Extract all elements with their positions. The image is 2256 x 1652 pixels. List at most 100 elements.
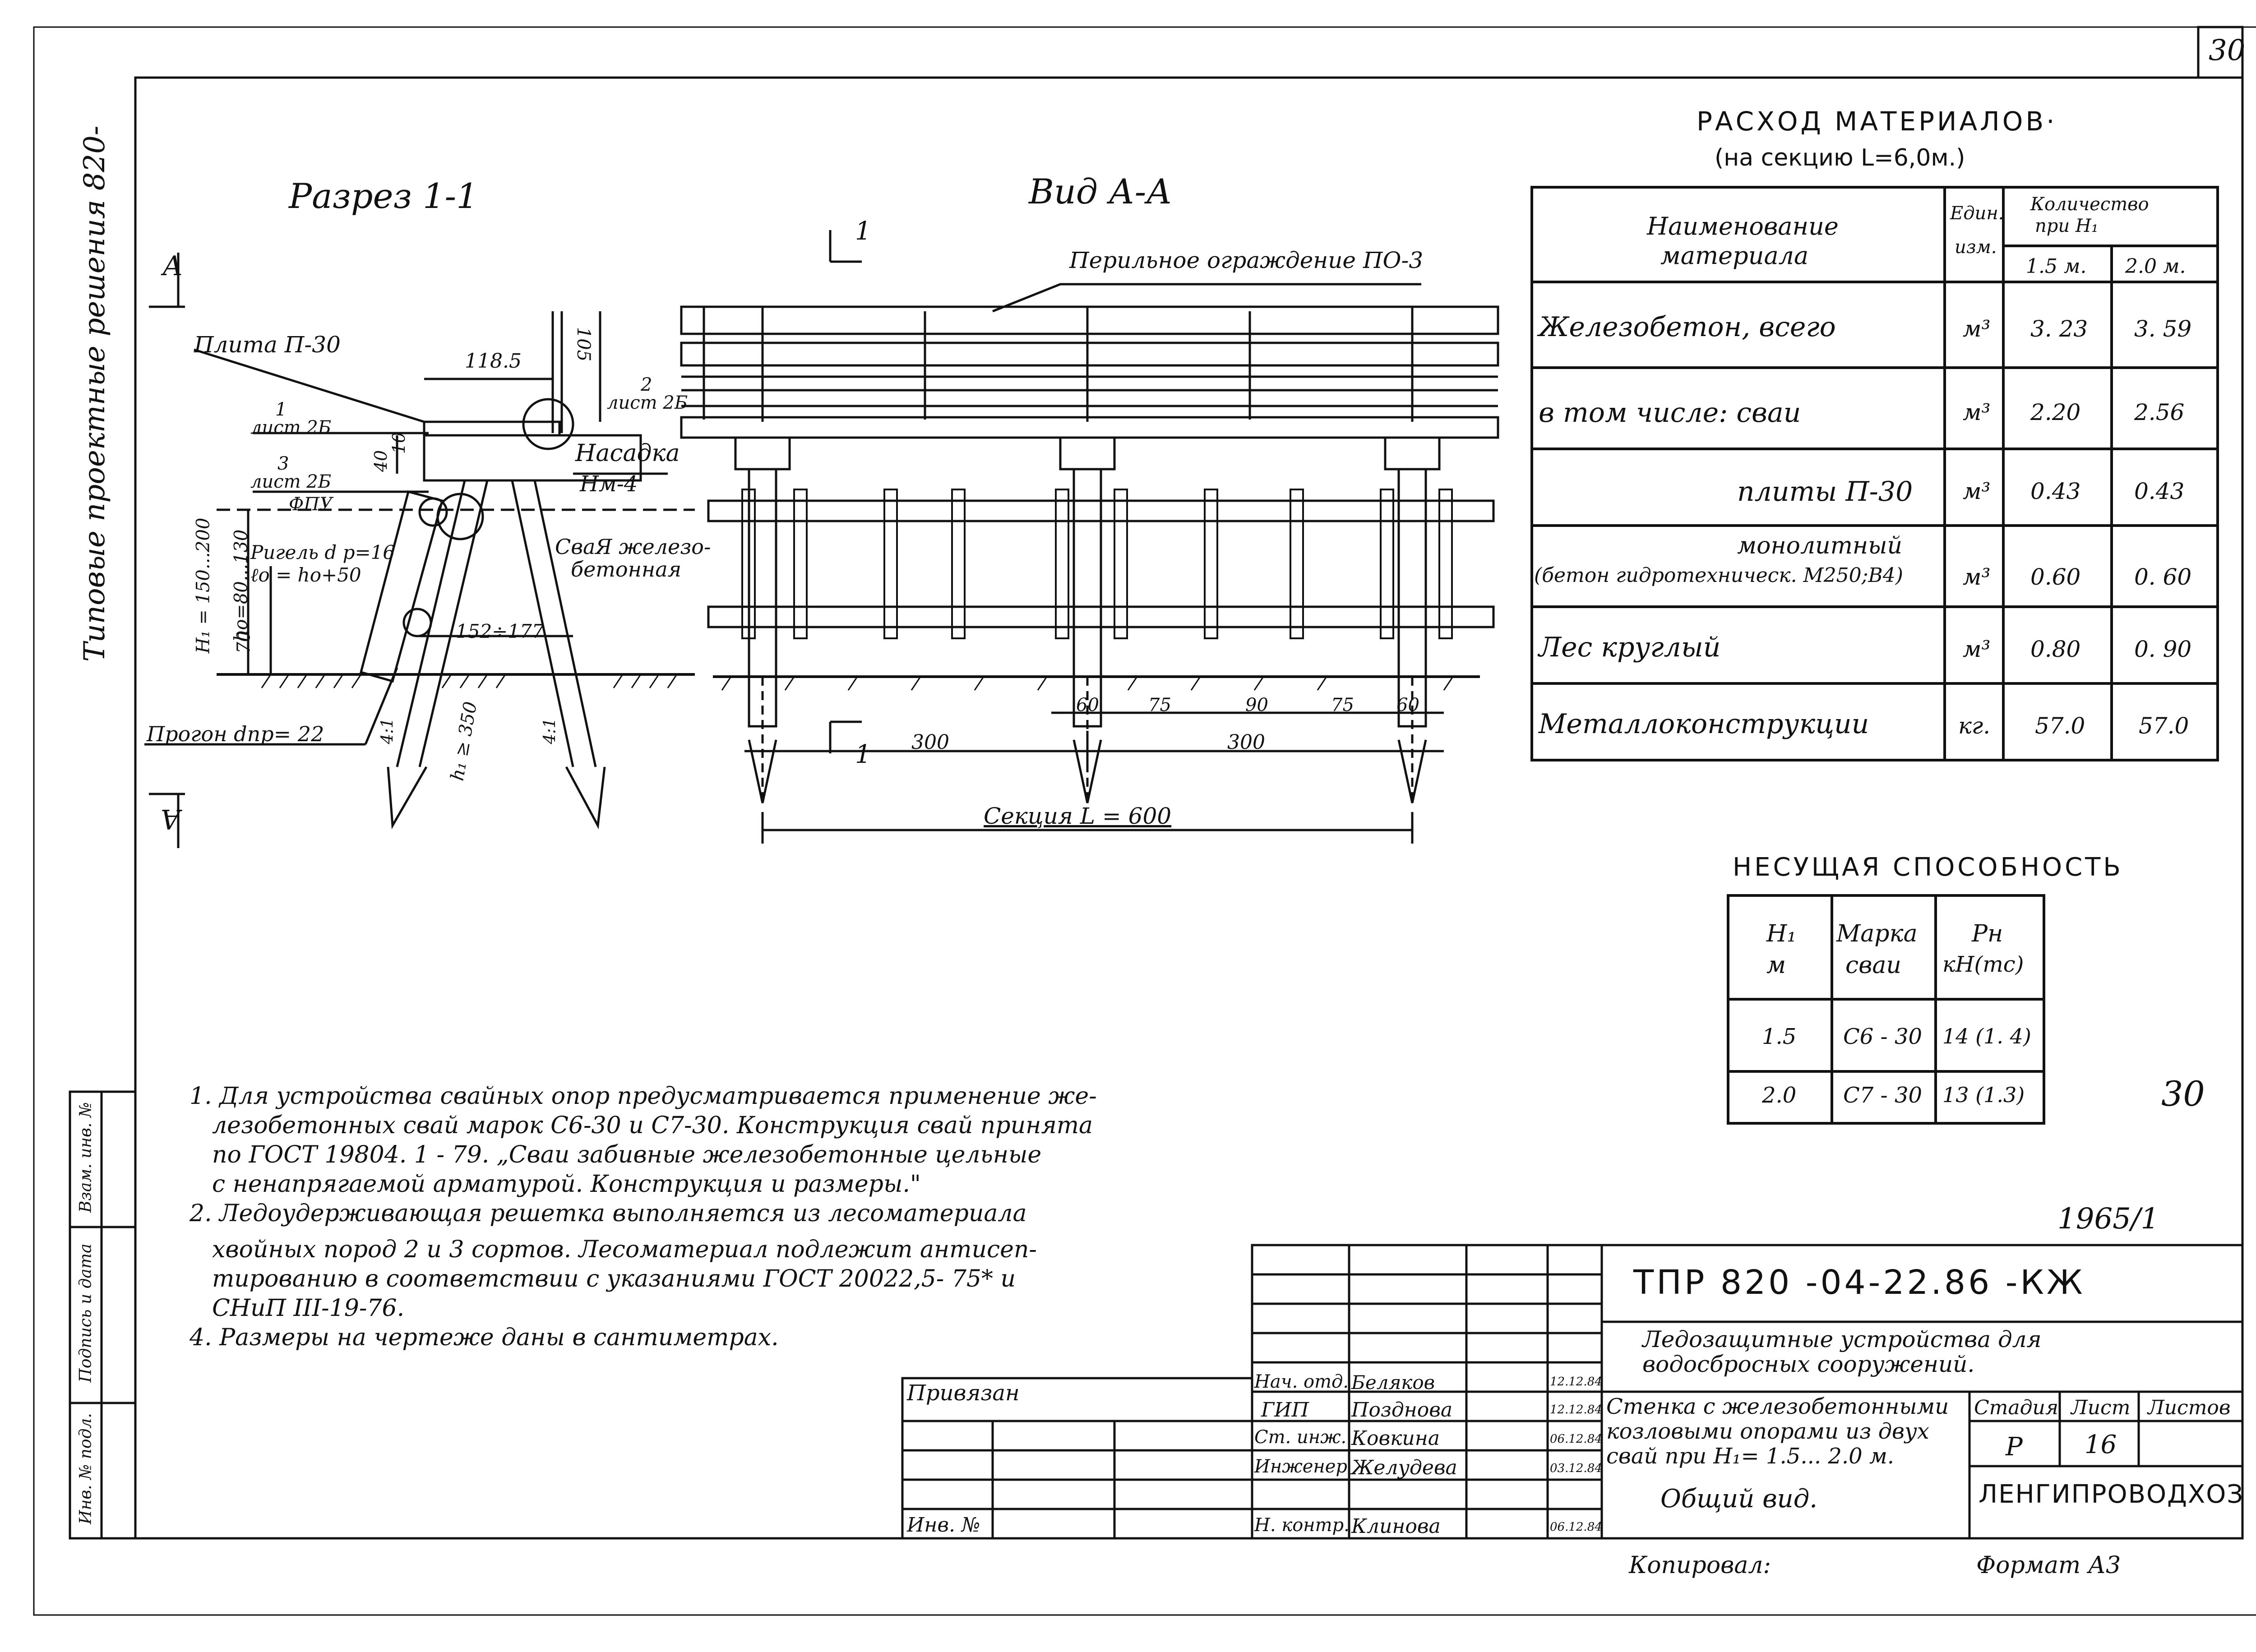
note-line-5: 2. Ледоудерживающая решетка выполняется … <box>190 1200 1027 1227</box>
role-1: Нач. отд. <box>1254 1371 1349 1392</box>
cut-mark-bottom: 1 <box>855 740 871 769</box>
label-progon: Прогон dпр= 22 <box>147 722 324 746</box>
stage-value: Р <box>2006 1432 2023 1462</box>
capacity-head-h-2: м <box>1766 952 1786 979</box>
materials-table-grid <box>1530 186 2219 761</box>
dim-40: 40 <box>371 450 391 472</box>
role-2: ГИП <box>1261 1398 1309 1421</box>
label-list-1: лист 2Б <box>250 417 332 438</box>
dim-h1: H₁ = 150...200 <box>193 517 214 654</box>
dim-10: 10 <box>389 432 409 454</box>
materials-row-1-v2: 3. 59 <box>2134 316 2192 342</box>
materials-head-qty-2: при H₁ <box>2035 216 2099 236</box>
view-marker-bottom: А <box>160 803 181 835</box>
role-4: Инженер <box>1254 1456 1347 1477</box>
capacity-side-number: 30 <box>2161 1074 2205 1114</box>
capacity-head-p-1: Pн <box>1972 920 2003 947</box>
materials-row-1-unit: м³ <box>1963 316 1991 342</box>
sheet-title-1: Стенка с железобетонными <box>1606 1394 1949 1419</box>
label-svaya-1: СваЯ железо- <box>555 535 711 559</box>
materials-head-unit-1: Един. <box>1950 203 2004 224</box>
label-list-1-num: 1 <box>275 399 287 420</box>
role-3: Ст. инж. <box>1254 1427 1347 1448</box>
label-list-3-num: 3 <box>277 453 289 474</box>
sheet-frame <box>134 76 2244 1540</box>
organization: ЛЕНГИПРОВОДХОЗ <box>1979 1480 2244 1509</box>
note-line-2: лезобетонных свай марок С6-30 и С7-30. К… <box>212 1112 1093 1139</box>
materials-row-6-unit: кг. <box>1958 713 1991 739</box>
date-3: 06.12.84 <box>1550 1432 1602 1446</box>
materials-row-2-name: в том числе: сваи <box>1539 397 1801 429</box>
note-line-3: по ГОСТ 19804. 1 - 79. „Сваи забивные же… <box>212 1141 1042 1168</box>
sheet-title-2: козловыми опорами из двух <box>1606 1419 1929 1444</box>
note-line-8: СНиП III-19-76. <box>212 1295 405 1322</box>
label-list-2-num: 2 <box>641 374 652 395</box>
capacity-head-p-2: кН(тс) <box>1942 952 2024 977</box>
sheet-label: Лист <box>2071 1396 2131 1419</box>
capacity-row-1-h: 1.5 <box>1762 1024 1797 1049</box>
sheets-label: Листов <box>2148 1396 2231 1419</box>
name-5: Клинова <box>1351 1515 1441 1538</box>
materials-head-h15: 1.5 м. <box>2026 255 2087 278</box>
materials-row-1-name: Железобетон, всего <box>1539 311 1836 343</box>
capacity-row-1-mark: С6 - 30 <box>1843 1024 1923 1049</box>
materials-row-5-v2: 0. 90 <box>2134 636 2192 662</box>
title-block-grid <box>901 1244 2244 1540</box>
materials-head-unit-2: изм. <box>1955 237 1997 258</box>
page-number-box <box>2197 26 2244 79</box>
project-title-1: Ледозащитные устройства для <box>1642 1326 2042 1352</box>
dim-152: 152÷177 <box>456 620 544 642</box>
view-a-a-title: Вид А-А <box>1029 171 1172 212</box>
date-5: 06.12.84 <box>1550 1520 1602 1534</box>
date-1: 12.12.84 <box>1550 1375 1602 1389</box>
dim-60a: 60 <box>1076 695 1099 715</box>
date-2: 12.12.84 <box>1550 1403 1602 1417</box>
copied-label: Копировал: <box>1629 1552 1771 1579</box>
materials-head-name-2: материала <box>1660 241 1809 270</box>
capacity-row-2-p: 13 (1.3) <box>1942 1083 2025 1107</box>
materials-row-3-v2: 0.43 <box>2134 478 2185 504</box>
capacity-head-mark-1: Марка <box>1836 920 1918 947</box>
view-a-a-drawing <box>680 230 1499 844</box>
strip-podpis: Подпись и дата <box>76 1243 95 1383</box>
document-code: ТПР 820 -04-22.86 -КЖ <box>1633 1263 2085 1302</box>
materials-row-6-name: Металлоконструкции <box>1539 708 1869 740</box>
materials-row-4-v1: 0.60 <box>2030 564 2081 590</box>
name-3: Ковкина <box>1351 1427 1440 1450</box>
capacity-table-grid <box>1727 894 2045 1125</box>
materials-subtitle: (на секцию L=6,0м.) <box>1715 144 1965 171</box>
label-list-3: лист 2Б <box>250 471 332 492</box>
note-line-1: 1. Для устройства свайных опор предусмат… <box>190 1083 1097 1110</box>
materials-row-4-name2: (бетон гидротехническ. М250;В4) <box>1534 564 1903 587</box>
label-rigel-2: ℓо = hо+50 <box>250 564 361 586</box>
dim-105: 105 <box>573 327 594 362</box>
materials-title: РАСХОД МАТЕРИАЛОВ· <box>1697 106 2057 137</box>
note-line-6: хвойных пород 2 и 3 сортов. Лесоматериал… <box>212 1236 1037 1263</box>
materials-row-6-v2: 57.0 <box>2139 713 2189 739</box>
materials-head-name-1: Наименование <box>1647 212 1839 240</box>
dim-118: 118.5 <box>465 350 522 373</box>
materials-head-h20: 2.0 м. <box>2125 255 2186 278</box>
label-fpu: ФПУ <box>289 494 333 515</box>
materials-row-4-v2: 0. 60 <box>2134 564 2192 590</box>
railing-label: Перильное ограждение ПО-3 <box>1069 247 1424 273</box>
project-title-2: водосбросных сооружений. <box>1642 1351 1975 1377</box>
name-1: Беляков <box>1351 1371 1435 1394</box>
date-4: 03.12.84 <box>1550 1462 1602 1475</box>
dim-section: Секция L = 600 <box>984 803 1172 829</box>
capacity-row-2-mark: С7 - 30 <box>1843 1083 1923 1108</box>
materials-row-2-unit: м³ <box>1963 399 1991 425</box>
capacity-head-mark-2: сваи <box>1845 952 1901 979</box>
name-2: Позднова <box>1351 1398 1453 1421</box>
materials-row-2-v2: 2.56 <box>2134 399 2185 425</box>
inventory-number: 1965/1 <box>2057 1202 2159 1236</box>
materials-head-qty-1: Количество <box>2030 194 2149 215</box>
dim-75b: 75 <box>1331 695 1354 715</box>
privyazan-label: Привязан <box>907 1380 1020 1406</box>
sheet-value: 16 <box>2085 1430 2117 1459</box>
section-1-1-drawing <box>144 253 695 848</box>
materials-row-3-name: плиты П-30 <box>1737 476 1913 508</box>
label-svaya-2: бетонная <box>571 557 682 581</box>
